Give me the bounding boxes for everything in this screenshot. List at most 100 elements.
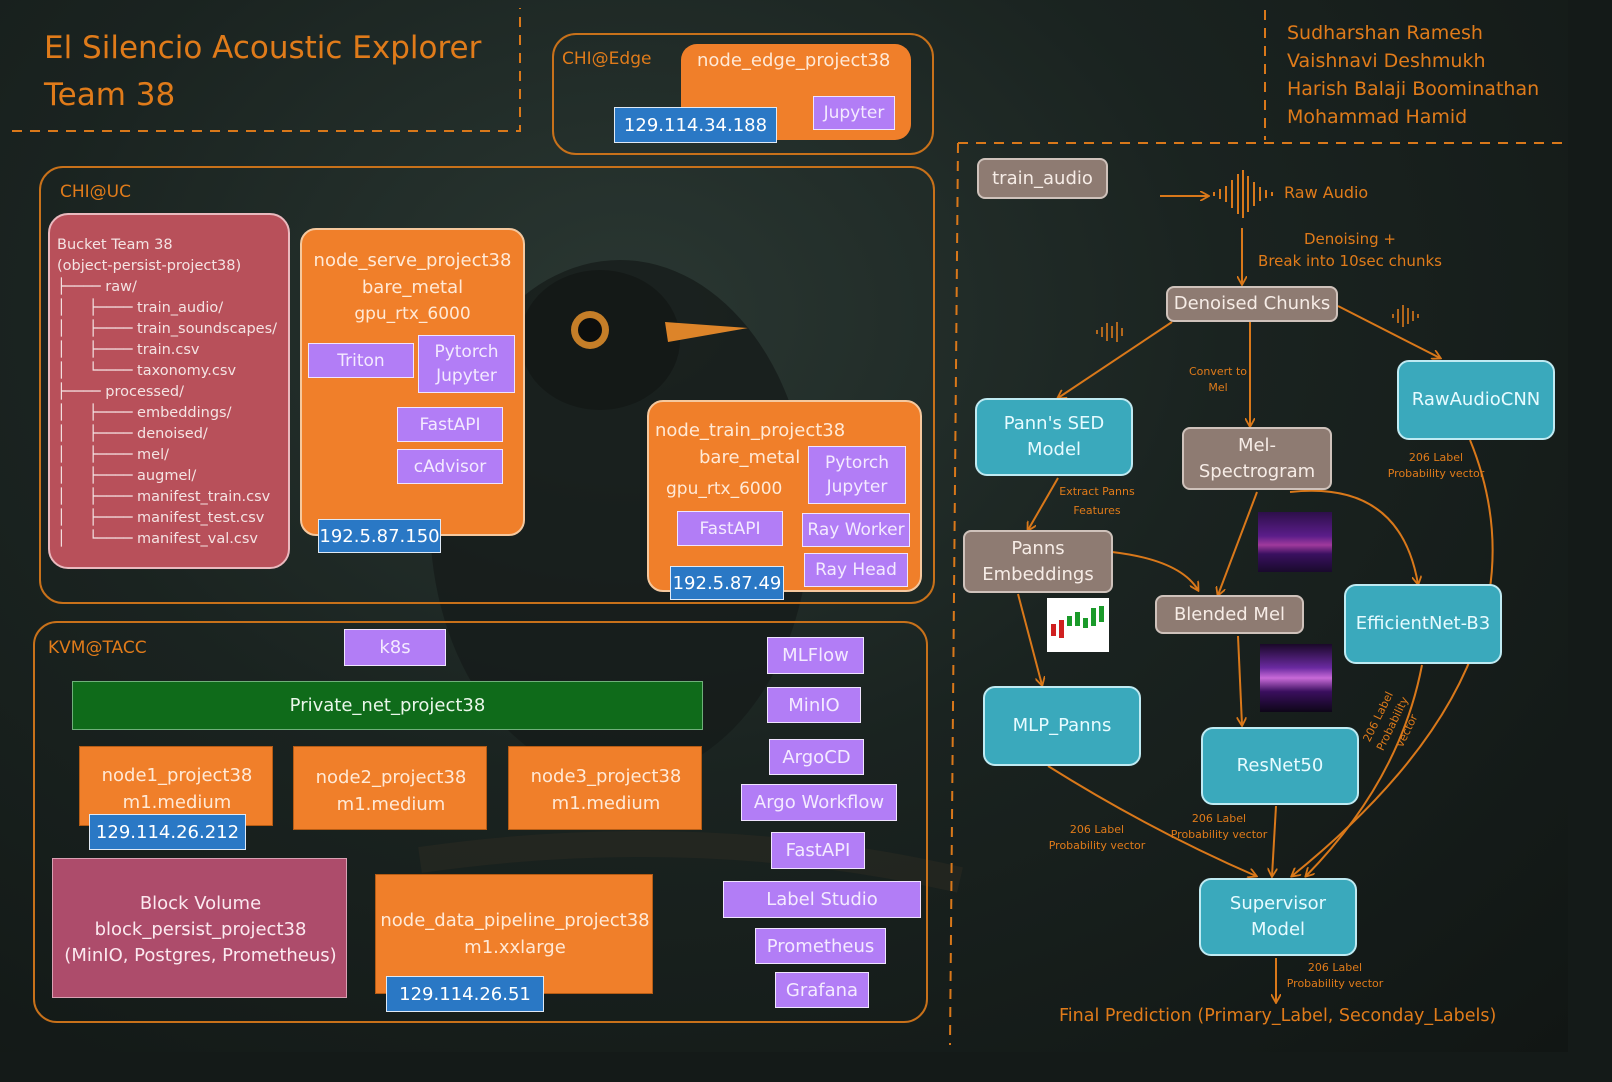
pytorch-jupyter-service[interactable]: Pytorch Jupyter [418,335,515,393]
supervisor-model[interactable]: Supervisor Model [1199,878,1357,956]
data-pipeline-node-name: node_data_pipeline_project38 [380,910,650,931]
k8s-node-2[interactable]: node2_project38 m1.medium [293,746,487,830]
convert-to-mel-label: Convert to Mel [1188,365,1248,394]
waveform-icon [1213,170,1273,218]
bucket-title-line: Bucket Team 38 [57,237,173,253]
argocd-service[interactable]: ArgoCD [769,739,864,775]
train-node-gpu: gpu_rtx_6000 [666,479,783,499]
data-pipeline-ip-address: 129.114.26.51 [386,976,544,1012]
mel-spectrogram-thumbnail [1258,512,1332,572]
panns-sed-model[interactable]: Pann's SED Model [975,398,1133,476]
mlflow-service[interactable]: MLFlow [767,637,864,674]
embeddings-chart-thumbnail [1047,598,1109,652]
small-waveform-icon [1392,305,1419,327]
node-name: node3_project38 [530,766,682,787]
train-audio-source[interactable]: train_audio [977,158,1108,199]
extract-panns-label: Extract Panns Features [1059,485,1135,517]
bucket-tree-entry[interactable]: │ ├──── manifest_test.csv [57,510,265,526]
bucket-tree-entry[interactable]: │ ├──── manifest_train.csv [57,489,271,505]
triton-service[interactable]: Triton [308,343,414,378]
denoise-step-label: Denoising + Break into 10sec chunks [1258,230,1442,270]
mlp-panns-model[interactable]: MLP_Panns [983,686,1141,766]
architecture-diagram: El Silencio Acoustic Explorer Team 38 Su… [0,0,1568,1052]
serve-ip-address: 192.5.87.150 [318,519,441,553]
mel-spectrogram-node[interactable]: Mel- Spectrogram [1182,427,1332,490]
probability-vector-label: 206 Label Probability vector [1048,823,1146,852]
edge-node-name: node_edge_project38 [697,50,891,71]
data-pipeline-node[interactable]: node_data_pipeline_project38 m1.xxlarge [375,874,653,994]
bucket-tree-entry[interactable]: │ ├──── train_soundscapes/ [57,321,278,337]
bucket-tree-entry[interactable]: │ ├──── mel/ [57,447,169,463]
bucket-tree-entry[interactable]: │ ├──── train.csv [57,342,200,358]
serve-node-gpu: gpu_rtx_6000 [354,304,471,324]
blended-mel-node[interactable]: Blended Mel [1155,595,1304,634]
bucket-tree-entry[interactable]: ├──── processed/ [57,384,184,400]
panns-embeddings-node[interactable]: Panns Embeddings [963,530,1113,593]
final-prediction-label: Final Prediction (Primary_Label, Seconda… [1059,1006,1497,1026]
k8s-node-3[interactable]: node3_project38 m1.medium [508,746,702,830]
cadvisor-service[interactable]: cAdvisor [397,449,503,484]
efficientnet-b3-model[interactable]: EfficientNet-B3 [1344,584,1502,664]
bird-background-illustration [418,311,963,893]
block-volume[interactable]: Block Volume block_persist_project38 (Mi… [52,858,347,998]
data-pipeline-node-flavor: m1.xxlarge [464,937,566,958]
node-flavor: m1.medium [336,794,446,815]
node-name: node2_project38 [315,767,467,788]
k8s-node-1[interactable]: node1_project38 m1.medium [79,746,273,826]
bucket-tree-entry[interactable]: │ ├──── train_audio/ [57,300,224,316]
author: Sudharshan Ramesh [1287,22,1483,44]
block-volume-title: Block Volume [139,893,262,914]
bucket-tree-entry[interactable]: │ ├──── augmel/ [57,468,197,484]
kvm-tacc-panel [33,621,928,1023]
train-ip-address: 192.5.87.49 [670,566,784,600]
author: Vaishnavi Deshmukh [1287,50,1486,72]
bucket-tree-entry[interactable]: │ └──── manifest_val.csv [57,531,258,547]
bucket-tree-entry[interactable]: │ ├──── denoised/ [57,426,208,442]
argo-workflow-service[interactable]: Argo Workflow [741,784,897,821]
bucket-title-line: (object-persist-project38) [57,258,242,274]
resnet50-model[interactable]: ResNet50 [1201,727,1359,805]
ray-head-service[interactable]: Ray Head [804,553,908,587]
chi-edge-panel [552,33,934,155]
bucket-tree-entry[interactable]: │ └──── taxonomy.csv [57,363,237,379]
serve-node-type: bare_metal [361,277,464,298]
denoised-chunks-node[interactable]: Denoised Chunks [1166,286,1338,322]
team-label: Team 38 [44,77,176,113]
grafana-service[interactable]: Grafana [775,972,869,1008]
bucket-tree-entry[interactable]: ├──── raw/ [57,279,137,295]
ray-worker-service[interactable]: Ray Worker [802,513,910,547]
node-name: node1_project38 [101,765,253,786]
raw-audio-label: Raw Audio [1284,183,1369,202]
author: Mohammad Hamid [1287,106,1468,128]
diagram-title: El Silencio Acoustic Explorer [44,30,482,66]
serve-node-name: node_serve_project38 [313,250,512,271]
train-node-name: node_train_project38 [655,420,846,441]
kvm-fastapi-service[interactable]: FastAPI [771,832,865,869]
label-studio-service[interactable]: Label Studio [723,881,921,918]
train-fastapi-service[interactable]: FastAPI [677,511,783,546]
object-storage-bucket: Bucket Team 38 (object-persist-project38)… [48,213,290,569]
chi-uc-label: CHI@UC [60,182,131,202]
private-network: Private_net_project38 [72,681,703,730]
k8s-cluster[interactable]: k8s [344,629,446,666]
block-volume-name: block_persist_project38 [94,919,307,940]
chi-edge-label: CHI@Edge [562,49,652,69]
bucket-tree-entry[interactable]: │ ├──── embeddings/ [57,405,232,421]
small-waveform-icon [1096,322,1123,342]
bucket-tree: Bucket Team 38 (object-persist-project38)… [57,235,277,550]
block-volume-contents: (MinIO, Postgres, Prometheus) [64,945,337,966]
node-flavor: m1.medium [551,793,661,814]
author: Harish Balaji Boominathan [1287,78,1540,100]
kvm-tacc-label: KVM@TACC [48,638,147,658]
minio-service[interactable]: MinIO [767,687,861,723]
train-node-type: bare_metal [699,447,801,468]
prometheus-service[interactable]: Prometheus [755,928,886,964]
edge-jupyter-service[interactable]: Jupyter [813,96,895,130]
chi-uc-panel [39,166,935,604]
raw-audio-cnn-model[interactable]: RawAudioCNN [1397,360,1555,440]
probability-vector-label: 206 Label Probability vector [1170,812,1268,841]
node-flavor: m1.medium [122,792,232,813]
serve-node[interactable]: node_serve_project38 bare_metal gpu_rtx_… [300,228,525,536]
fastapi-service[interactable]: FastAPI [397,407,503,442]
train-pytorch-jupyter-service[interactable]: Pytorch Jupyter [808,446,906,504]
